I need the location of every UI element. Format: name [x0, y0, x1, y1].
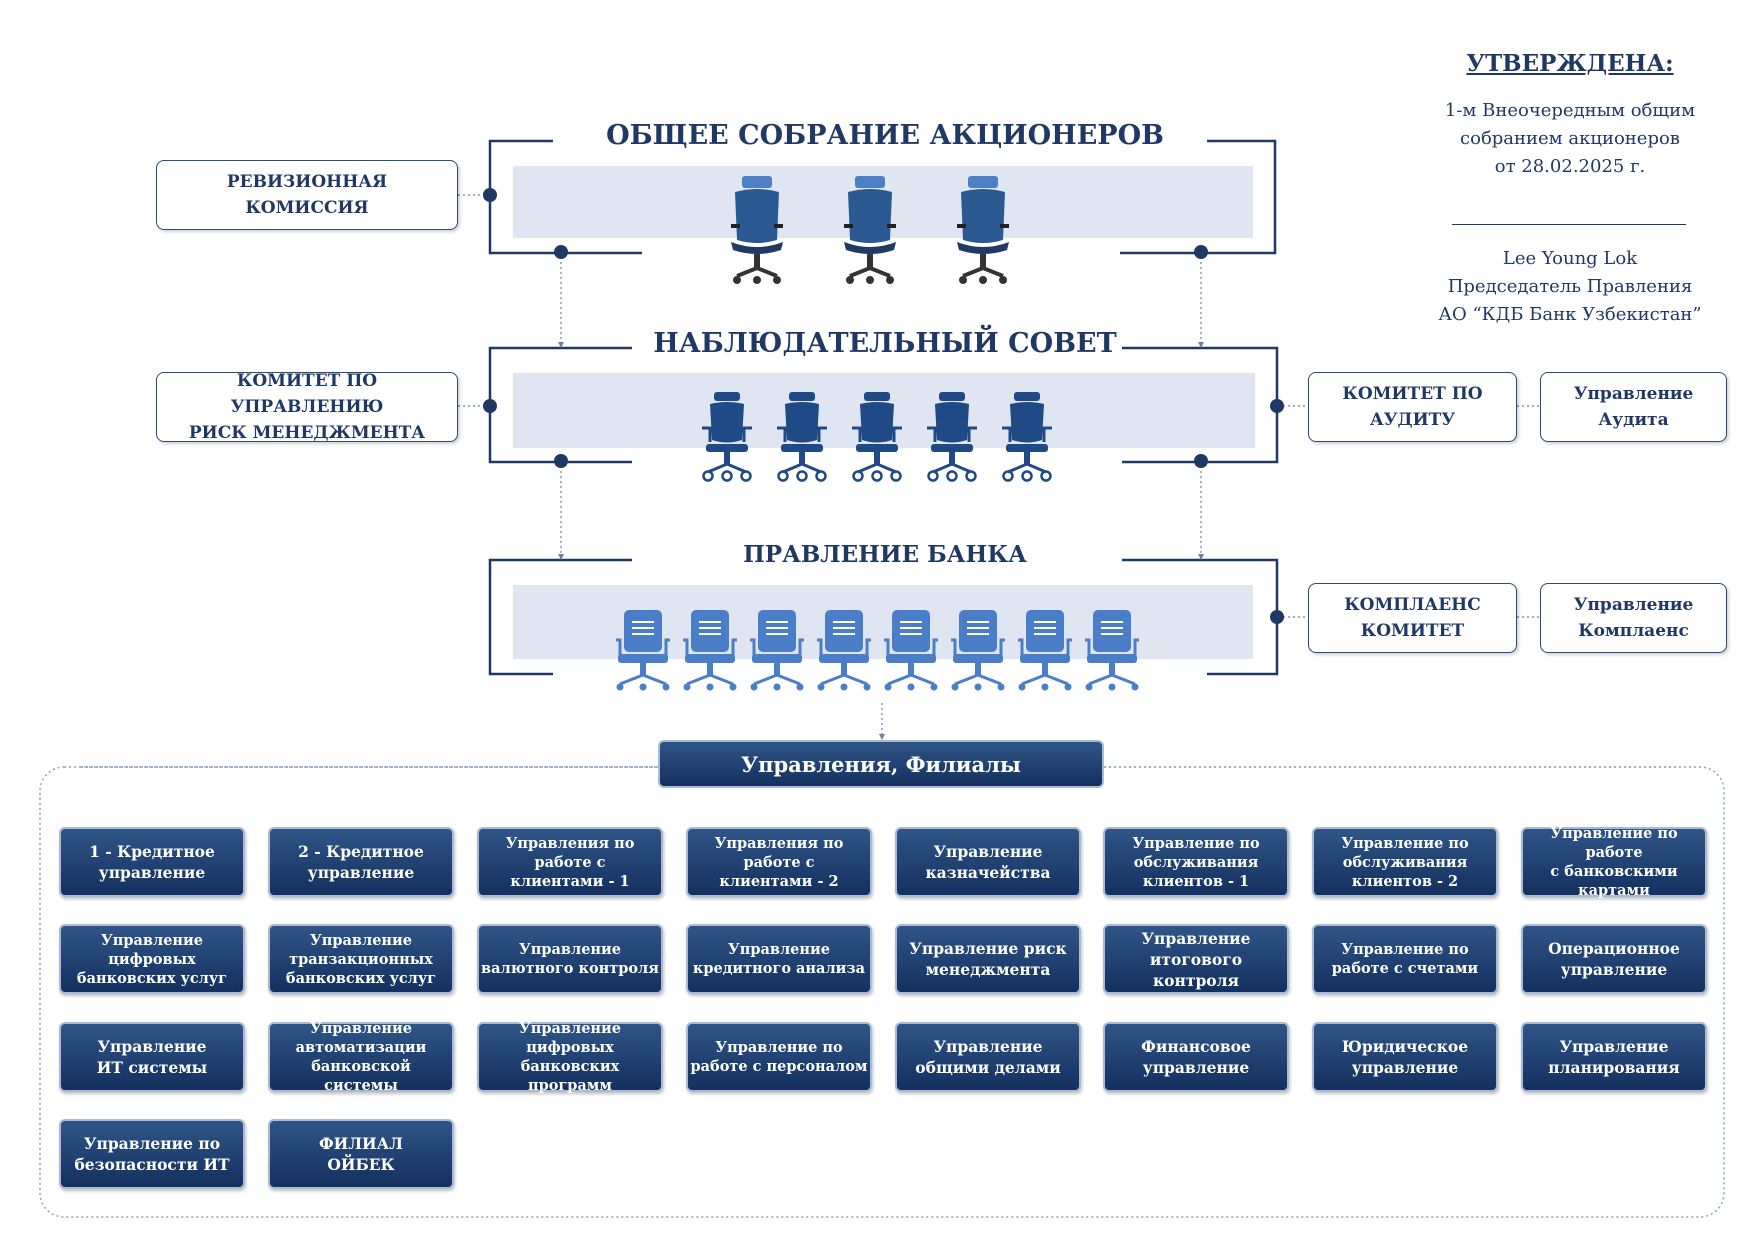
approval-line-3: от 28.02.2025 г.	[1494, 156, 1646, 177]
department-box[interactable]: Управление по безопасности ИТ	[59, 1119, 245, 1189]
department-box[interactable]: ФИЛИАЛ ОЙБЕК	[268, 1119, 454, 1189]
department-box[interactable]: 2 - Кредитное управление	[268, 827, 454, 897]
department-box[interactable]: Управление итогового контроля	[1103, 924, 1289, 994]
department-box[interactable]: Управления по работе с клиентами - 2	[686, 827, 872, 897]
signature-line	[1452, 224, 1686, 225]
department-box[interactable]: Управление автоматизации банковской сист…	[268, 1020, 454, 1094]
department-box[interactable]: Управление казначейства	[895, 827, 1081, 897]
department-box[interactable]: Управление транзакционных банковских усл…	[268, 924, 454, 994]
department-box[interactable]: Управление планирования	[1521, 1022, 1707, 1092]
departments-branches-header[interactable]: Управления, Филиалы	[658, 740, 1104, 788]
approval-heading: УТВЕРЖДЕНА:	[1466, 50, 1674, 77]
department-box[interactable]: Управление цифровых банковских программ	[477, 1020, 663, 1094]
department-box[interactable]: Управление цифровых банковских услуг	[59, 924, 245, 994]
department-box[interactable]: 1 - Кредитное управление	[59, 827, 245, 897]
department-box[interactable]: Управление ИТ системы	[59, 1022, 245, 1092]
department-box[interactable]: Управление по обслуживания клиентов - 2	[1312, 827, 1498, 897]
department-box[interactable]: Управление по обслуживания клиентов - 1	[1103, 827, 1289, 897]
shareholders-meeting-title: ОБЩЕЕ СОБРАНИЕ АКЦИОНЕРОВ	[606, 120, 1164, 151]
signer-name: Lee Young Lok	[1502, 248, 1638, 269]
supervisory-chairs-icon	[700, 390, 1054, 482]
audit-department-box[interactable]: Управление Аудита	[1540, 372, 1727, 442]
department-box[interactable]: Управления по работе с клиентами - 1	[477, 827, 663, 897]
department-box[interactable]: Управление по работе с счетами	[1312, 924, 1498, 994]
department-box[interactable]: Управление по работе с персоналом	[686, 1022, 872, 1092]
signer-org: АО “КДБ Банк Узбекистан”	[1438, 304, 1702, 325]
department-box[interactable]: Юридическое управление	[1312, 1022, 1498, 1092]
department-box[interactable]: Управление общими делами	[895, 1022, 1081, 1092]
department-box[interactable]: Операционное управление	[1521, 924, 1707, 994]
risk-committee-box[interactable]: КОМИТЕТ ПО УПРАВЛЕНИЮ РИСК МЕНЕДЖМЕНТА	[156, 371, 458, 443]
audit-committee-box[interactable]: КОМИТЕТ ПО АУДИТУ	[1308, 372, 1517, 442]
management-board-title: ПРАВЛЕНИЕ БАНКА	[743, 541, 1027, 568]
management-chairs-icon	[614, 608, 1141, 692]
supervisory-board-title: НАБЛЮДАТЕЛЬНЫЙ СОВЕТ	[653, 328, 1117, 359]
department-box[interactable]: Управление кредитного анализа	[686, 924, 872, 994]
department-box[interactable]: Управление валютного контроля	[477, 924, 663, 994]
approval-line-1: 1-м Внеочередным общим	[1444, 100, 1696, 121]
shareholder-chairs-icon	[729, 174, 1011, 286]
approval-line-2: собранием акционеров	[1460, 128, 1680, 149]
audit-commission-box[interactable]: РЕВИЗИОННАЯ КОМИССИЯ	[156, 160, 458, 230]
compliance-department-box[interactable]: Управление Комплаенс	[1540, 583, 1727, 653]
department-box[interactable]: Управление риск менеджмента	[895, 924, 1081, 994]
compliance-committee-box[interactable]: КОМПЛАЕНС КОМИТЕТ	[1308, 583, 1517, 653]
department-box[interactable]: Финансовое управление	[1103, 1022, 1289, 1092]
department-box[interactable]: Управление по работе с банковскими карта…	[1521, 825, 1707, 899]
signer-title: Председатель Правления	[1447, 276, 1693, 297]
